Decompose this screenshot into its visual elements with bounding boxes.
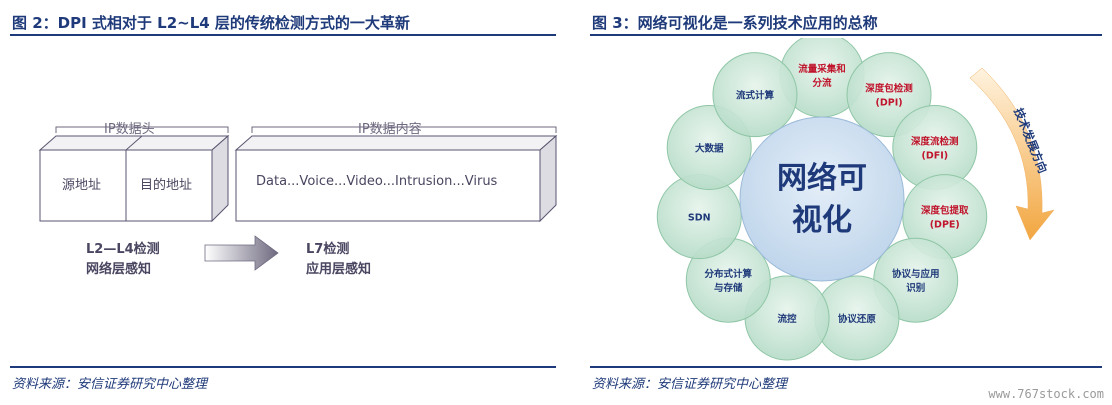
- destination-address: 目的地址: [140, 178, 193, 193]
- petal-circle: [712, 52, 798, 138]
- petal-label: 协议还原: [838, 313, 877, 325]
- center-title-line2: 视化: [792, 203, 852, 238]
- right-source-note: 资料来源：安信证券研究中心整理: [592, 377, 788, 392]
- development-direction-arrow: [969, 67, 1055, 241]
- petal-label: (DPI): [876, 98, 903, 109]
- petal-label: (DFI): [921, 150, 948, 161]
- ip-content-bracket: [251, 126, 557, 133]
- ip-header-label: IP数据头: [104, 122, 155, 137]
- dpi-packet-diagram: [38, 126, 558, 271]
- watermark: www.767stock.com: [988, 387, 1104, 401]
- left-source-note: 资料来源：安信证券研究中心整理: [12, 377, 208, 392]
- network-layer-awareness: 网络层感知: [86, 262, 152, 277]
- l2-l4-detection: L2—L4检测: [86, 242, 160, 257]
- petal-label: 分布式计算: [705, 268, 753, 280]
- center-title-line1: 网络可: [777, 161, 867, 196]
- figure-3-title: 图 3：网络可视化是一系列技术应用的总称: [592, 14, 878, 32]
- petal-label: 协议与应用: [892, 268, 940, 280]
- left-footer-rule: [10, 366, 556, 368]
- upgrade-arrow: [204, 235, 279, 271]
- petal-label: 深度包提取: [921, 205, 969, 217]
- right-footer-rule: [590, 366, 1102, 368]
- petal-label: 识别: [906, 282, 925, 294]
- petal-label: 深度流检测: [911, 135, 959, 147]
- petal-label: 与存储: [714, 282, 743, 294]
- ip-content-box: [234, 134, 558, 223]
- petal-6: 协议还原: [814, 275, 900, 361]
- source-address: 源地址: [62, 178, 102, 193]
- right-title-rule: [590, 34, 1102, 36]
- petal-4: 深度包提取 (DPE): [902, 174, 988, 260]
- petal-label: 流式计算: [736, 90, 775, 102]
- petal-11: 流式计算: [712, 52, 798, 138]
- center-circle: [739, 116, 905, 282]
- ip-header-box: [38, 134, 230, 223]
- petal-label: 分流: [812, 77, 832, 89]
- left-title-rule: [10, 34, 556, 36]
- petal-label: 深度包检测: [865, 83, 913, 95]
- l7-detection: L7检测: [306, 242, 350, 257]
- payload-types: Data...Voice...Video...Intrusion...Virus: [256, 174, 498, 189]
- petal-label: 流控: [778, 313, 798, 325]
- petal-3: 深度流检测 (DFI): [892, 104, 978, 190]
- ip-header-bracket: [55, 126, 229, 133]
- petal-label: 流量采集和: [798, 63, 846, 75]
- figure-2-title: 图 2：DPI 式相对于 L2~L4 层的传统检测方式的一大革新: [12, 14, 410, 32]
- petal-label: SDN: [688, 213, 711, 224]
- ip-content-label: IP数据内容: [358, 122, 422, 137]
- petal-label: (DPE): [930, 220, 960, 231]
- application-layer-awareness: 应用层感知: [306, 262, 372, 277]
- petal-label: 大数据: [695, 142, 724, 154]
